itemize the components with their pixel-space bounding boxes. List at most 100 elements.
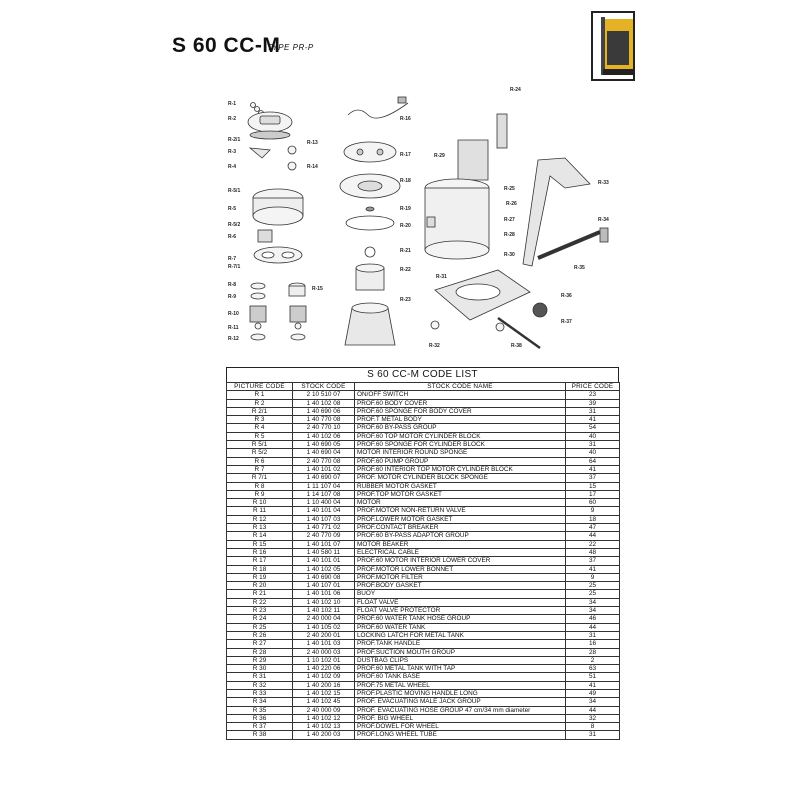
- stock-code-cell: 1 14 107 08: [292, 489, 355, 500]
- picture-code-cell: R 2/1: [226, 406, 293, 417]
- picture-code-cell: R 35: [226, 705, 293, 715]
- stock-code-cell: 1 40 101 02: [292, 464, 355, 475]
- price-code-cell: 28: [565, 647, 620, 657]
- svg-text:R-3: R-3: [228, 149, 236, 155]
- picture-code-cell: R 21: [226, 589, 293, 599]
- svg-text:R-28: R-28: [504, 232, 515, 238]
- stock-code-name-cell: PROF.MOTOR LOWER BONNET: [354, 564, 566, 574]
- price-code-cell: 41: [565, 564, 620, 574]
- stock-code-name-cell: PROF. BIG WHEEL: [354, 713, 566, 724]
- picture-code-cell: R 13: [226, 523, 293, 533]
- svg-text:R-9: R-9: [228, 294, 236, 300]
- picture-code-cell: R 5: [226, 431, 293, 442]
- price-code-cell: 40: [565, 448, 620, 458]
- stock-code-name-cell: PROF. MOTOR CYLINDER BLOCK SPONGE: [354, 473, 566, 483]
- picture-code-cell: R 24: [226, 614, 293, 624]
- stock-code-cell: 2 10 510 07: [292, 390, 355, 400]
- stock-code-cell: 1 40 690 05: [292, 440, 355, 450]
- svg-text:R-26: R-26: [506, 201, 517, 207]
- price-code-cell: 22: [565, 539, 620, 549]
- stock-code-cell: 1 10 102 01: [292, 655, 355, 666]
- column-header-price-code: PRICE CODE: [565, 381, 620, 392]
- picture-code-cell: R 18: [226, 564, 293, 574]
- stock-code-name-cell: PROF.T METAL BODY: [354, 415, 566, 425]
- stock-code-cell: 2 40 200 01: [292, 630, 355, 641]
- stock-code-cell: 1 40 690 04: [292, 448, 355, 458]
- column-header-stock-code: STOCK CODE: [292, 381, 355, 392]
- svg-text:R-16: R-16: [400, 116, 411, 122]
- price-code-cell: 15: [565, 481, 620, 491]
- stock-code-cell: 1 40 102 11: [292, 605, 355, 616]
- price-code-cell: 47: [565, 523, 620, 533]
- svg-text:R-8: R-8: [228, 282, 236, 288]
- stock-code-name-cell: PROF.MOTOR FILTER: [354, 572, 566, 583]
- stock-code-name-cell: PROF.DOWEL FOR WHEEL: [354, 722, 566, 732]
- stock-code-name-cell: PROF.MOTOR NON-RETURN VALVE: [354, 506, 566, 516]
- picture-code-cell: R 1: [226, 390, 293, 400]
- column-header-stock-code-name: STOCK CODE NAME: [354, 381, 566, 392]
- svg-text:R-14: R-14: [307, 164, 318, 170]
- code-list-title: S 60 CC-M CODE LIST: [226, 367, 619, 382]
- stock-code-name-cell: PROF.60 SPONGE FOR CYLINDER BLOCK: [354, 440, 566, 450]
- stock-code-name-cell: FLOAT VALVE PROTECTOR: [354, 605, 566, 616]
- stock-code-name-cell: PROF. EVACUATING HOSE GROUP 47 cm/34 mm …: [354, 705, 566, 715]
- picture-code-cell: R 7/1: [226, 473, 293, 483]
- code-list-table: S 60 CC-M CODE LIST PICTURE CODE STOCK C…: [226, 367, 620, 740]
- stock-code-cell: 1 40 101 03: [292, 639, 355, 649]
- stock-code-name-cell: PROF.60 TANK BASE: [354, 672, 566, 682]
- stock-code-cell: 1 40 101 01: [292, 556, 355, 566]
- price-code-cell: 32: [565, 713, 620, 724]
- svg-text:R-15: R-15: [312, 286, 323, 292]
- picture-code-cell: R 12: [226, 514, 293, 525]
- svg-text:R-23: R-23: [400, 297, 411, 303]
- stock-code-cell: 2 40 000 04: [292, 614, 355, 624]
- price-code-cell: 51: [565, 672, 620, 682]
- stock-code-name-cell: PROF.LOWER MOTOR GASKET: [354, 514, 566, 525]
- svg-text:R-11: R-11: [228, 325, 239, 331]
- price-code-cell: 41: [565, 680, 620, 691]
- price-code-cell: 8: [565, 722, 620, 732]
- svg-text:R-1: R-1: [228, 101, 236, 107]
- product-thumbnail: [591, 11, 635, 81]
- picture-code-cell: R 11: [226, 506, 293, 516]
- stock-code-cell: 1 40 690 08: [292, 572, 355, 583]
- price-code-cell: 31: [565, 730, 620, 740]
- svg-text:R-13: R-13: [307, 140, 318, 146]
- price-code-cell: 34: [565, 697, 620, 707]
- picture-code-cell: R 22: [226, 597, 293, 608]
- svg-text:R-35: R-35: [574, 265, 585, 271]
- price-code-cell: 16: [565, 639, 620, 649]
- stock-code-name-cell: PROF.60 WATER TANK: [354, 622, 566, 632]
- picture-code-cell: R 14: [226, 531, 293, 541]
- stock-code-name-cell: PROF.BODY GASKET: [354, 581, 566, 591]
- svg-text:R-17: R-17: [400, 152, 411, 158]
- price-code-cell: 9: [565, 572, 620, 583]
- picture-code-cell: R 5/1: [226, 440, 293, 450]
- stock-code-cell: 1 40 102 15: [292, 688, 355, 699]
- picture-code-cell: R 32: [226, 680, 293, 691]
- picture-code-cell: R 10: [226, 498, 293, 508]
- svg-text:R-10: R-10: [228, 311, 239, 317]
- price-code-cell: 9: [565, 506, 620, 516]
- stock-code-cell: 2 40 770 09: [292, 531, 355, 541]
- stock-code-name-cell: PROF.TANK HANDLE: [354, 639, 566, 649]
- stock-code-cell: 1 40 771 02: [292, 523, 355, 533]
- stock-code-name-cell: DUSTBAG CLIPS: [354, 655, 566, 666]
